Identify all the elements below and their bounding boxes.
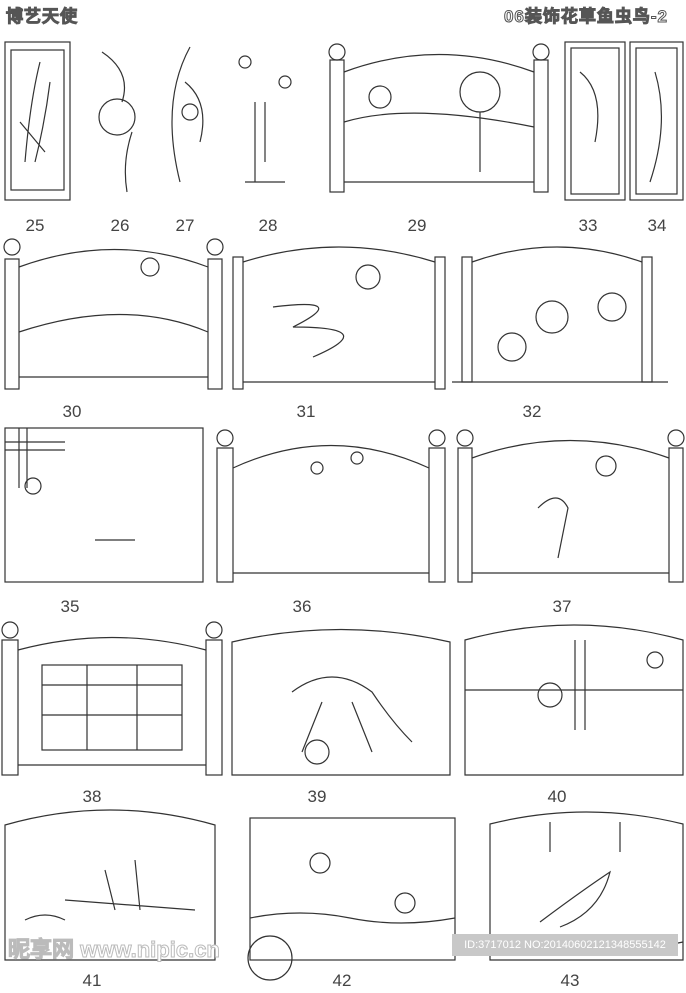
design-panel-41	[4, 809, 216, 961]
label-33: 33	[578, 216, 598, 235]
watermark-id: ID:3717012 NO:20140602121348555142	[452, 934, 678, 956]
design-panel-30	[3, 237, 224, 390]
label-40: 40	[547, 787, 567, 806]
label-38: 38	[82, 787, 102, 806]
design-panel-40	[464, 620, 684, 776]
design-panel-27	[160, 42, 220, 200]
label-30: 30	[62, 402, 82, 421]
design-panel-34	[629, 41, 684, 201]
design-panel-33	[564, 41, 626, 201]
label-39: 39	[307, 787, 327, 806]
label-27: 27	[175, 216, 195, 235]
design-panel-37	[456, 428, 685, 583]
design-panel-42	[247, 817, 456, 981]
label-26: 26	[110, 216, 130, 235]
design-panel-36	[216, 428, 446, 583]
label-36: 36	[292, 597, 312, 616]
label-41: 41	[82, 971, 102, 990]
header-right-title: 06装饰花草鱼虫鸟-2	[503, 7, 668, 27]
label-37: 37	[552, 597, 572, 616]
label-34: 34	[647, 216, 667, 235]
design-panel-28	[225, 42, 320, 192]
label-25: 25	[25, 216, 45, 235]
design-panel-39	[231, 628, 451, 776]
design-panel-31	[232, 237, 446, 390]
label-43: 43	[560, 971, 580, 990]
header-left-title: 博艺天使	[6, 7, 78, 27]
watermark-site: 昵享网 www.nipic.cn	[8, 937, 221, 963]
design-panel-29	[328, 42, 550, 193]
design-panel-25	[4, 41, 71, 201]
design-panel-26	[92, 42, 152, 200]
design-panel-35	[4, 427, 204, 583]
design-panel-32	[452, 237, 668, 395]
design-panel-38	[1, 620, 223, 776]
label-32: 32	[522, 402, 542, 421]
label-31: 31	[296, 402, 316, 421]
label-35: 35	[60, 597, 80, 616]
label-42: 42	[332, 971, 352, 990]
label-29: 29	[407, 216, 427, 235]
label-28: 28	[258, 216, 278, 235]
